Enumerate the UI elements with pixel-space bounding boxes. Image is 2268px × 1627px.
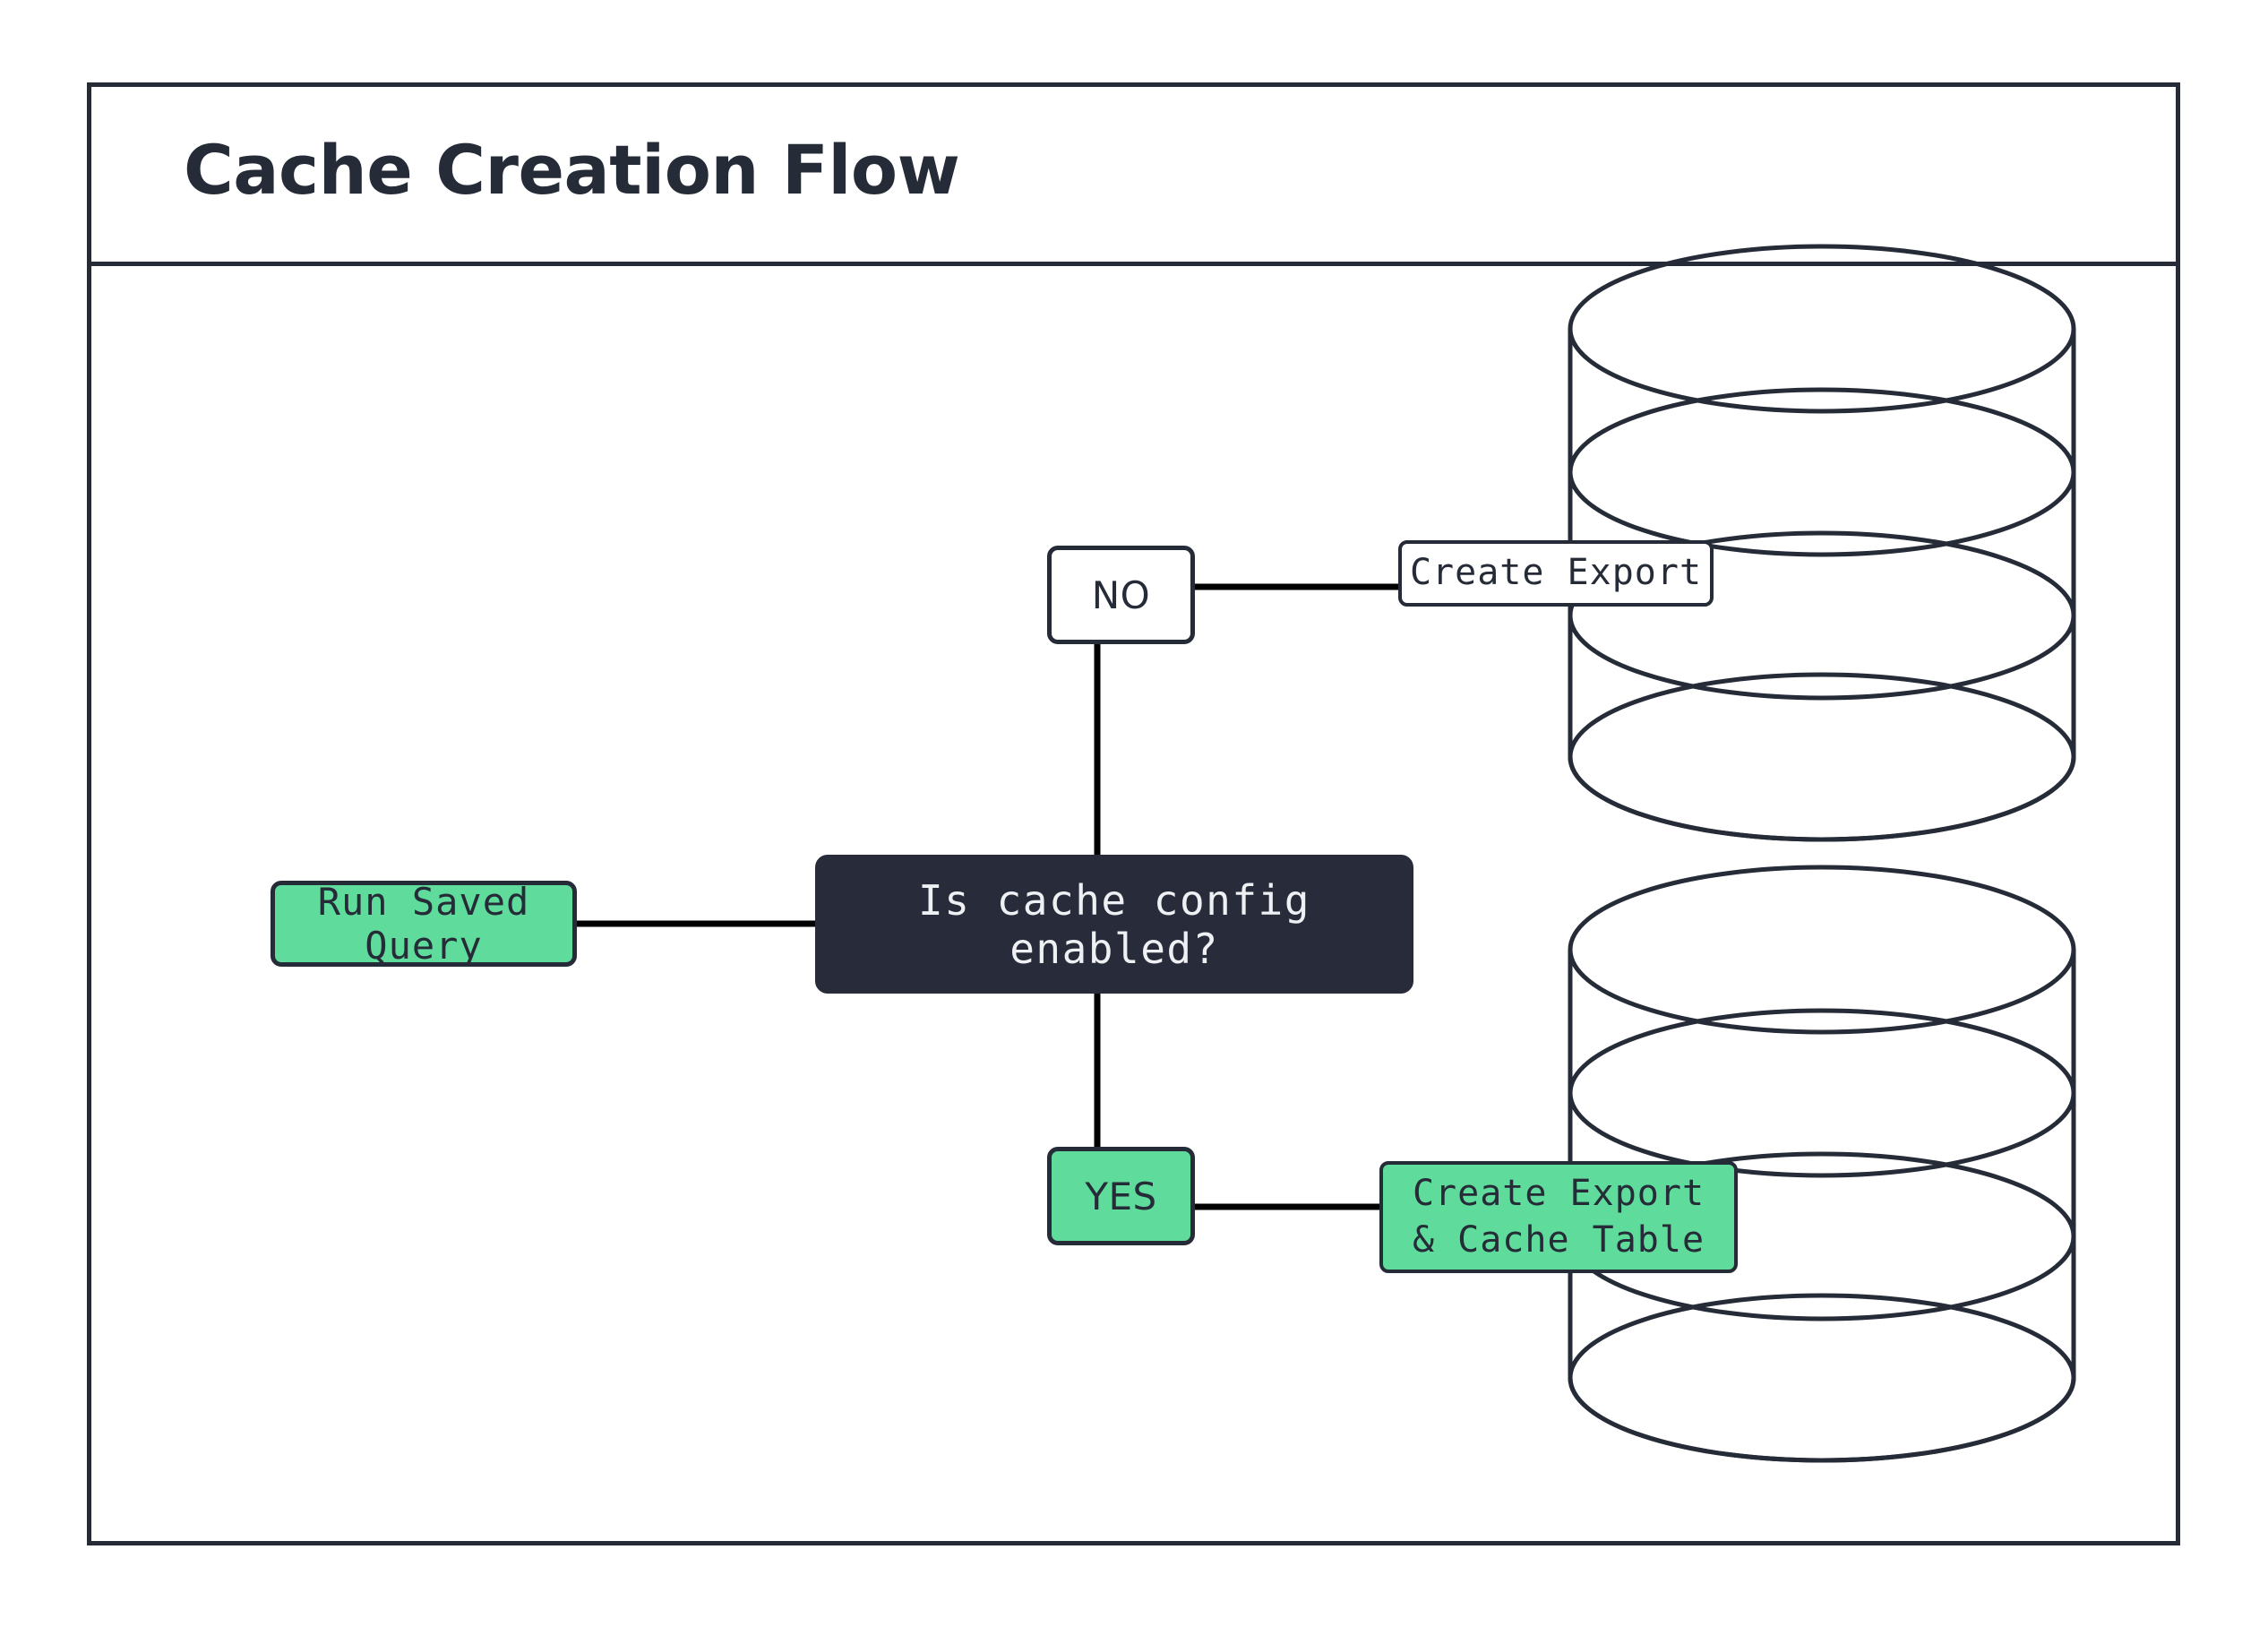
database-cylinder-export-cache bbox=[1568, 865, 2076, 1463]
node-run-saved-query[interactable]: Run Saved Query bbox=[271, 880, 577, 968]
diagram-graphics bbox=[490, 244, 2076, 1463]
database-label-create-export[interactable]: Create Export bbox=[1398, 540, 1714, 607]
diagram-frame: Cache Creation Flow bbox=[87, 82, 2180, 1545]
page-title: Cache Creation Flow bbox=[184, 130, 960, 210]
diagram-body: Run Saved Query Is cache config enabled?… bbox=[91, 87, 2185, 1550]
edge-label-yes[interactable]: YES bbox=[1047, 1147, 1195, 1245]
node-decision-cache-config[interactable]: Is cache config enabled? bbox=[815, 855, 1413, 994]
database-label-create-export-cache-table[interactable]: Create Export & Cache Table bbox=[1379, 1161, 1738, 1273]
edge-label-no[interactable]: NO bbox=[1047, 546, 1195, 644]
database-cylinder-export bbox=[1568, 244, 2076, 842]
diagram-header: Cache Creation Flow bbox=[91, 87, 2176, 266]
